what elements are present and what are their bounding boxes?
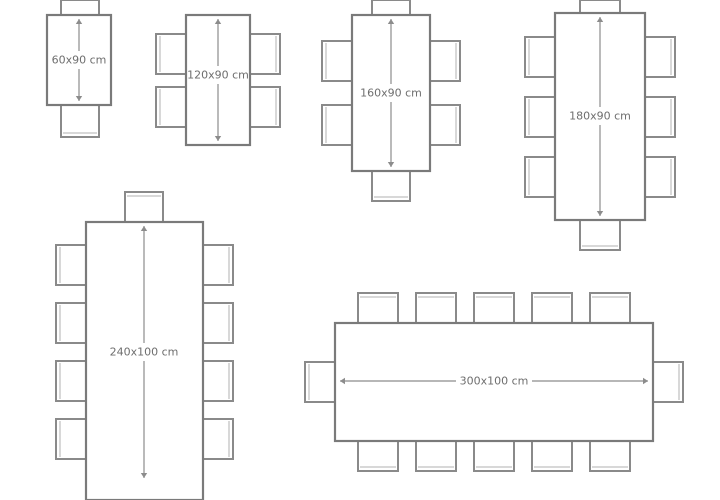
chair — [304, 361, 336, 403]
dimension-arrowhead — [340, 377, 345, 385]
dimension-arrowhead — [596, 17, 604, 22]
dimension-label: 120x90 cm — [187, 69, 249, 82]
dimension-arrowhead — [75, 96, 83, 101]
dimension-arrowhead — [214, 136, 222, 141]
dimension-60x90: 60x90 cm — [52, 19, 107, 101]
dimension-label: 300x100 cm — [460, 375, 529, 388]
chair — [415, 292, 457, 324]
chair — [473, 292, 515, 324]
chair — [531, 292, 573, 324]
table-300x100 — [333, 321, 655, 443]
chair — [202, 244, 234, 286]
chair — [202, 418, 234, 460]
dimension-arrowhead — [387, 162, 395, 167]
chair — [357, 292, 399, 324]
chair — [524, 156, 556, 198]
dimension-arrowhead — [214, 19, 222, 24]
dimension-label: 160x90 cm — [360, 87, 422, 100]
chair — [55, 302, 87, 344]
chair — [652, 361, 684, 403]
dimension-arrowhead — [387, 19, 395, 24]
chair — [60, 0, 100, 16]
dimension-label: 240x100 cm — [110, 346, 179, 359]
chair — [321, 40, 353, 82]
chair — [579, 0, 621, 14]
chair — [371, 0, 411, 16]
chair — [644, 156, 676, 198]
dimension-arrowhead — [643, 377, 648, 385]
chair — [371, 170, 411, 202]
chair — [321, 104, 353, 146]
chair — [644, 96, 676, 138]
chair — [55, 244, 87, 286]
dimension-160x90: 160x90 cm — [360, 19, 422, 167]
chair — [155, 33, 187, 75]
chair — [524, 96, 556, 138]
chair — [55, 418, 87, 460]
dimension-300x100: 300x100 cm — [340, 375, 648, 388]
chair — [55, 360, 87, 402]
chair — [473, 440, 515, 472]
chair — [249, 33, 281, 75]
chair — [531, 440, 573, 472]
dimension-arrowhead — [140, 226, 148, 231]
dimension-arrowhead — [140, 473, 148, 478]
chair — [644, 36, 676, 78]
dimension-label: 60x90 cm — [52, 54, 107, 67]
chair — [524, 36, 556, 78]
chair — [589, 440, 631, 472]
chair — [60, 104, 100, 138]
chair — [415, 440, 457, 472]
chair — [579, 219, 621, 251]
chair — [202, 360, 234, 402]
dimension-120x90: 120x90 cm — [187, 19, 249, 141]
chair — [429, 104, 461, 146]
chair — [155, 86, 187, 128]
chair — [124, 191, 164, 223]
dimension-arrowhead — [596, 211, 604, 216]
chair — [249, 86, 281, 128]
chair — [202, 302, 234, 344]
dimension-240x100: 240x100 cm — [110, 226, 179, 478]
dimension-label: 180x90 cm — [569, 110, 631, 123]
chair — [589, 292, 631, 324]
dimension-arrowhead — [75, 19, 83, 24]
dimension-180x90: 180x90 cm — [569, 17, 631, 216]
chair — [357, 440, 399, 472]
chair — [429, 40, 461, 82]
